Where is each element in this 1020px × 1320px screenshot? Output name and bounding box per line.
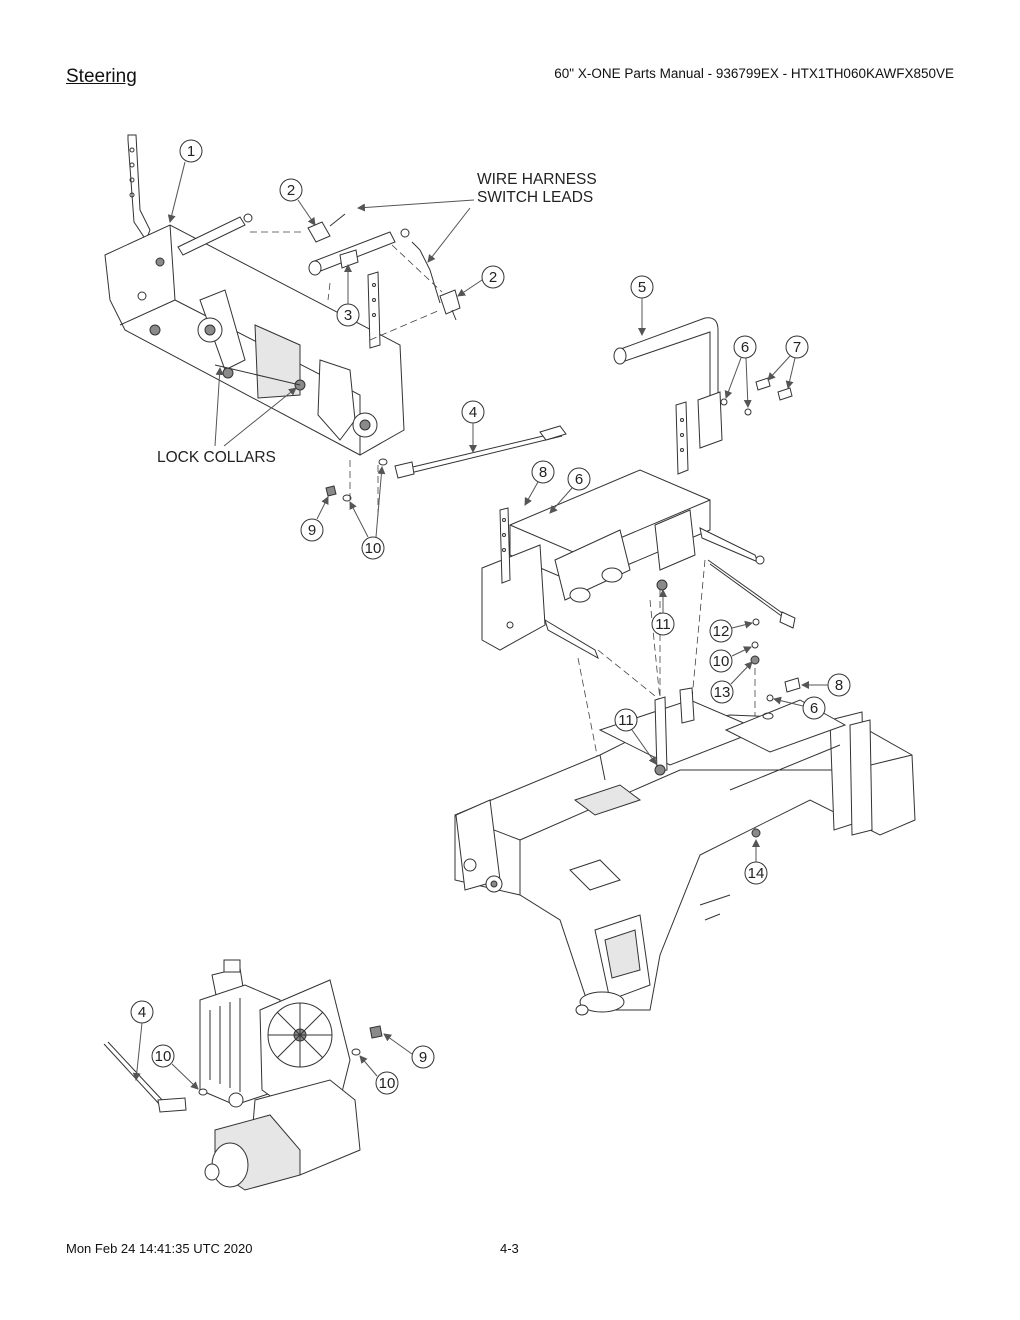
svg-text:14: 14: [748, 865, 765, 882]
svg-text:7: 7: [793, 339, 801, 356]
svg-text:SWITCH LEADS: SWITCH LEADS: [477, 189, 593, 206]
callout-10a: 10: [349, 466, 386, 560]
svg-text:12: 12: [713, 623, 730, 640]
svg-text:LOCK COLLARS: LOCK COLLARS: [157, 449, 276, 466]
annotation-wire-harness: WIRE HARNESS SWITCH LEADS: [357, 171, 597, 263]
callout-5: 5: [630, 275, 654, 336]
callout-4b: 4: [130, 1000, 154, 1081]
section-title: Steering: [66, 66, 137, 87]
svg-text:6: 6: [810, 700, 818, 717]
callout-13: 13: [710, 661, 753, 704]
svg-text:11: 11: [618, 712, 634, 729]
svg-text:2: 2: [287, 182, 295, 199]
callout-12: 12: [709, 619, 753, 643]
svg-text:10: 10: [155, 1048, 172, 1065]
svg-text:1: 1: [187, 143, 195, 160]
svg-text:3: 3: [344, 307, 352, 324]
callout-circles: 1 2 2 3 4 5 6 7 8 6 9 10 11 12 10 13 8 6…: [130, 139, 851, 1095]
transaxle-assembly: [103, 959, 383, 1191]
callout-2b: 2: [457, 265, 505, 297]
svg-text:8: 8: [539, 464, 547, 481]
callout-4a: 4: [461, 400, 485, 453]
callout-11a: 11: [651, 589, 675, 636]
callout-1: 1: [167, 139, 203, 223]
svg-text:9: 9: [308, 522, 316, 539]
steering-control-assembly-left: [104, 134, 567, 520]
svg-text:10: 10: [713, 653, 730, 670]
svg-text:10: 10: [379, 1075, 396, 1092]
callout-6b: 6: [549, 467, 591, 514]
callout-10d: 10: [359, 1055, 399, 1095]
callout-8b: 8: [801, 673, 851, 697]
callout-10c: 10: [151, 1044, 199, 1090]
annotation-lock-collars: LOCK COLLARS: [157, 367, 297, 466]
svg-text:2: 2: [489, 269, 497, 286]
svg-text:5: 5: [638, 279, 646, 296]
svg-text:6: 6: [575, 471, 583, 488]
svg-text:6: 6: [741, 339, 749, 356]
callout-9b: 9: [383, 1033, 435, 1069]
svg-text:4: 4: [469, 404, 477, 421]
svg-text:13: 13: [714, 684, 731, 701]
svg-text:WIRE HARNESS: WIRE HARNESS: [477, 171, 597, 188]
svg-text:11: 11: [655, 616, 671, 633]
callout-3: 3: [336, 264, 360, 327]
callout-7: 7: [767, 335, 809, 389]
footer-page-number: 4-3: [500, 1241, 519, 1256]
callout-8a: 8: [524, 460, 555, 506]
callout-10b: 10: [709, 646, 752, 673]
callout-6c: 6: [773, 696, 826, 720]
callout-11b: 11: [614, 708, 657, 765]
callout-2a: 2: [279, 178, 316, 226]
svg-text:4: 4: [138, 1004, 146, 1021]
chassis-assembly: [454, 317, 916, 1016]
svg-text:9: 9: [419, 1049, 427, 1066]
svg-text:8: 8: [835, 677, 843, 694]
footer-timestamp: Mon Feb 24 14:41:35 UTC 2020: [66, 1241, 253, 1256]
callout-14: 14: [744, 839, 768, 885]
manual-title: 60" X-ONE Parts Manual - 936799EX - HTX1…: [554, 66, 954, 81]
svg-text:10: 10: [365, 540, 382, 557]
callout-9a: 9: [300, 496, 329, 542]
callout-6a: 6: [724, 335, 757, 408]
